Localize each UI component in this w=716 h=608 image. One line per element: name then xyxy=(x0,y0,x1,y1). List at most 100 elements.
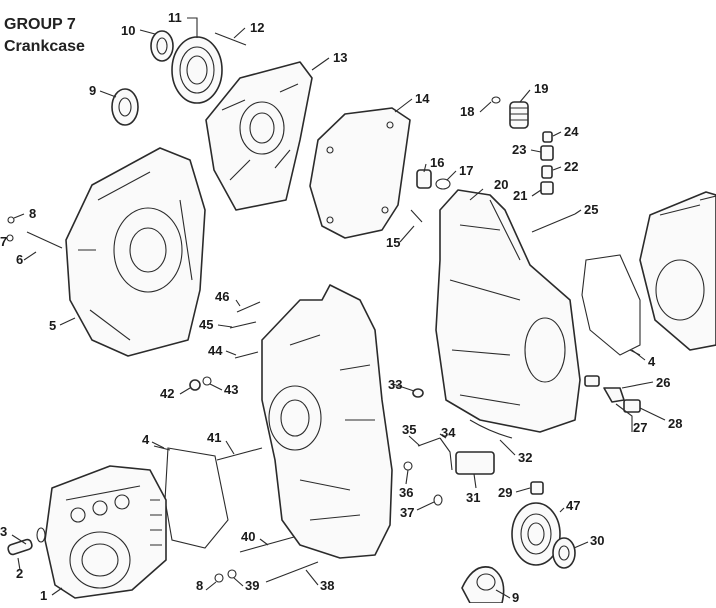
plug-part xyxy=(412,388,424,398)
o-ring-part xyxy=(435,178,451,190)
fitting-part xyxy=(540,181,554,195)
callout-8-lower: 8 xyxy=(196,578,203,593)
elbow-fitting-part xyxy=(603,387,625,403)
cylinder-part xyxy=(639,191,716,351)
callout-20: 20 xyxy=(494,177,508,192)
callout-11: 11 xyxy=(168,10,182,25)
o-ring-part xyxy=(433,494,443,506)
washer-part xyxy=(6,234,14,242)
bolt-part xyxy=(236,301,261,313)
washer-part xyxy=(491,96,501,104)
callout-41: 41 xyxy=(207,430,221,445)
callout-24: 24 xyxy=(564,124,579,139)
callout-35: 35 xyxy=(402,422,416,437)
washer-part xyxy=(227,569,237,579)
callout-40: 40 xyxy=(241,529,255,544)
callout-23: 23 xyxy=(512,142,526,157)
callout-4-center: 4 xyxy=(142,432,150,447)
callout-33: 33 xyxy=(388,377,402,392)
callout-19: 19 xyxy=(534,81,548,96)
oil-seal-part xyxy=(552,537,576,569)
callout-39: 39 xyxy=(245,578,259,593)
callout-3: 3 xyxy=(0,524,7,539)
sleeve-part xyxy=(540,145,554,161)
callout-46: 46 xyxy=(215,289,229,304)
stud-part xyxy=(265,561,319,583)
callout-15: 15 xyxy=(386,235,400,250)
callout-28: 28 xyxy=(668,416,682,431)
callout-26: 26 xyxy=(656,375,670,390)
callout-16: 16 xyxy=(430,155,444,170)
crankcase-half-right-part xyxy=(435,189,581,433)
plug-part xyxy=(623,399,641,413)
plug-part xyxy=(530,481,544,495)
diagram-subtitle: Crankcase xyxy=(4,38,85,55)
main-bearing-part xyxy=(511,502,561,566)
callout-12: 12 xyxy=(250,20,264,35)
dowel-pin-part xyxy=(410,209,423,223)
spring-part xyxy=(509,101,529,129)
oil-seal-part xyxy=(150,30,174,62)
gasket-part xyxy=(309,107,411,239)
callout-27: 27 xyxy=(633,420,647,435)
callout-29: 29 xyxy=(498,485,512,500)
callout-8-upper: 8 xyxy=(29,206,36,221)
plug-part xyxy=(542,131,553,143)
callout-45: 45 xyxy=(199,317,213,332)
callout-18: 18 xyxy=(460,104,474,119)
callout-14: 14 xyxy=(415,91,430,106)
callout-10: 10 xyxy=(121,23,135,38)
gasket-part xyxy=(164,447,229,549)
pipe-part xyxy=(417,437,441,447)
leader-lines xyxy=(11,17,666,599)
nut-part xyxy=(214,573,224,583)
callout-36: 36 xyxy=(399,485,413,500)
stud-part xyxy=(234,351,259,359)
stud-part xyxy=(216,447,263,461)
bearing-cover-plate-part xyxy=(205,61,313,211)
callout-38: 38 xyxy=(320,578,334,593)
fitting-part xyxy=(584,375,600,387)
seal-ring-part xyxy=(111,88,139,126)
fitting-part xyxy=(403,461,413,471)
callout-1: 1 xyxy=(40,588,47,603)
nut-part xyxy=(189,379,201,391)
stud-part xyxy=(214,32,247,46)
callout-34: 34 xyxy=(441,425,456,440)
breather-part xyxy=(455,451,495,475)
callout-42: 42 xyxy=(160,386,174,401)
callout-22: 22 xyxy=(564,159,578,174)
diagram-title: GROUP 7 xyxy=(4,16,76,33)
cylinder-block-part xyxy=(44,465,167,599)
callout-43: 43 xyxy=(224,382,238,397)
main-bearing-part xyxy=(171,36,223,104)
valve-part xyxy=(541,165,553,179)
dowel-pin-part xyxy=(7,538,33,556)
o-ring-part xyxy=(36,527,46,543)
callout-17: 17 xyxy=(459,163,473,178)
washer-part xyxy=(202,376,212,386)
callout-7: 7 xyxy=(0,234,7,249)
stud-part xyxy=(26,231,63,249)
callout-5: 5 xyxy=(49,318,56,333)
callout-13: 13 xyxy=(333,50,347,65)
crankcase-cover-part xyxy=(65,147,206,357)
baffle-part xyxy=(469,419,513,439)
callout-6: 6 xyxy=(16,252,23,267)
callout-21: 21 xyxy=(513,188,527,203)
callout-9-lower: 9 xyxy=(512,590,519,603)
crankcase-half-center-part xyxy=(261,284,393,559)
tube-part xyxy=(439,437,453,471)
bushing-part xyxy=(416,169,432,189)
bolt-part xyxy=(531,213,576,233)
callout-30: 30 xyxy=(590,533,604,548)
gasket-part xyxy=(581,254,641,356)
callout-25: 25 xyxy=(584,202,598,217)
bolt-part xyxy=(229,321,257,329)
callout-32: 32 xyxy=(518,450,532,465)
callout-31: 31 xyxy=(466,490,480,505)
seal-cup-part xyxy=(461,566,505,604)
callout-9-upper: 9 xyxy=(89,83,96,98)
